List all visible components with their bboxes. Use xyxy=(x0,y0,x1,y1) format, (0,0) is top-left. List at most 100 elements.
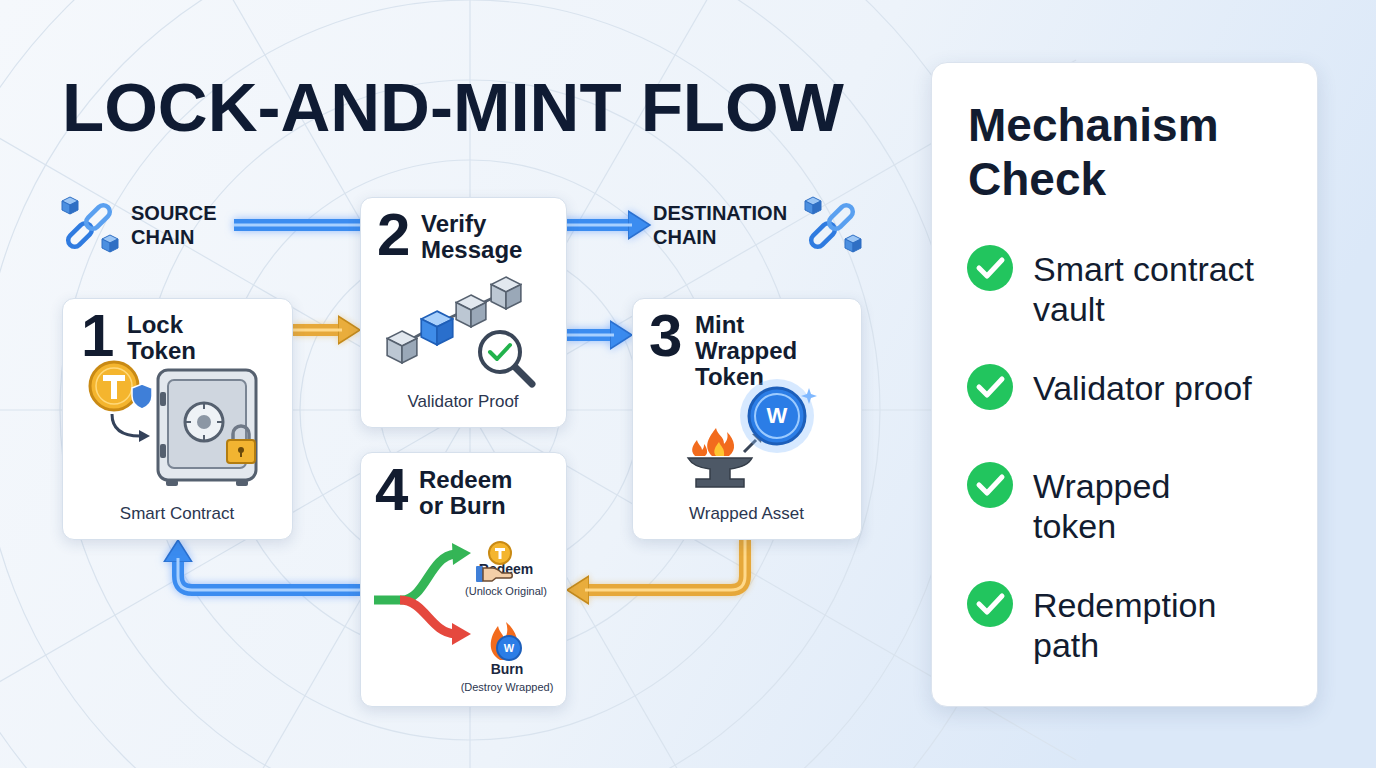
check-icon xyxy=(979,477,1002,493)
magnifier-check xyxy=(480,332,520,372)
padlock-icon xyxy=(227,426,255,463)
step-number: 3 xyxy=(649,301,693,371)
check-item: Redemption path xyxy=(1033,585,1263,665)
burn-icon xyxy=(491,622,518,660)
chain-name: DESTINATION CHAIN xyxy=(653,201,799,249)
step-title: Verify Message xyxy=(421,211,541,263)
wrapped-coin xyxy=(740,379,814,453)
arrow-shaft xyxy=(585,540,745,590)
vault-safe xyxy=(185,403,223,441)
check-item: Wrapped token xyxy=(1033,466,1233,546)
option-label: Burn xyxy=(462,661,552,677)
vault-safe xyxy=(236,480,248,486)
check-icon xyxy=(967,364,1013,410)
anvil-icon xyxy=(714,442,724,456)
step-title: Redeem or Burn xyxy=(419,467,524,519)
shield-icon xyxy=(132,384,152,409)
redeem-icon xyxy=(476,542,512,582)
block-chain xyxy=(421,311,453,345)
vault-safe xyxy=(158,370,256,480)
block-chain xyxy=(480,296,497,304)
burn-icon xyxy=(497,636,521,660)
arrow-shaft xyxy=(293,324,342,336)
background-grid xyxy=(0,60,1076,760)
option-note: (Destroy Wrapped) xyxy=(447,680,567,694)
block-chain xyxy=(445,312,462,320)
check-icon xyxy=(967,245,1013,291)
deposit-arrow xyxy=(139,430,150,442)
vault-safe xyxy=(197,415,211,429)
chain-name: SOURCE CHAIN xyxy=(131,201,231,249)
anvil-icon xyxy=(688,458,752,487)
mint-arrow xyxy=(744,432,763,452)
step-title: Mint Wrapped Token xyxy=(695,312,815,390)
block-chain xyxy=(387,331,417,363)
diagram-title: LOCK-AND-MINT FLOW xyxy=(62,73,962,142)
flow-arrow-blue xyxy=(178,558,360,590)
mint-arrow xyxy=(744,440,756,452)
vault-safe xyxy=(203,435,205,440)
arrow-shaft xyxy=(178,558,360,590)
vault-safe xyxy=(160,392,166,406)
step-caption: Validator Proof xyxy=(361,391,565,413)
vault-safe xyxy=(160,444,166,458)
step-card: 2Verify MessageValidator Proof xyxy=(360,197,567,428)
vault-safe xyxy=(166,480,178,486)
step-card: 3Mint Wrapped TokenWrapped Asset xyxy=(632,298,862,540)
vault-safe xyxy=(168,380,246,468)
wrapped-coin xyxy=(755,394,799,438)
step-caption: Smart Contract xyxy=(63,503,291,525)
burn-icon xyxy=(491,622,521,660)
token-coin xyxy=(96,368,132,404)
checklist-panel: Mechanism CheckSmart contract vaultValid… xyxy=(931,62,1318,707)
check-item: Validator proof xyxy=(1033,368,1313,408)
burn-branch-arrow xyxy=(452,623,471,645)
vault-safe xyxy=(217,421,222,423)
flow-arrow-blue xyxy=(567,335,614,336)
arrow-highlight xyxy=(178,558,360,590)
chain-label: DESTINATION CHAIN xyxy=(650,199,800,251)
redeem-branch-arrow xyxy=(452,543,471,565)
burn-branch-arrow xyxy=(400,600,455,634)
block-chain xyxy=(456,295,486,327)
vault-safe xyxy=(158,370,256,486)
check-icon xyxy=(967,581,1013,627)
background-grid xyxy=(0,0,1040,768)
step-number: 2 xyxy=(377,200,421,270)
padlock-icon xyxy=(240,451,242,457)
step-number: 1 xyxy=(81,301,125,371)
flow-arrow-gold xyxy=(293,330,342,331)
burn-branch-arrow xyxy=(400,600,471,645)
mint-arrow xyxy=(752,432,763,443)
redeem-icon xyxy=(495,548,505,559)
check-icon xyxy=(979,379,1002,395)
block-chain xyxy=(387,277,521,363)
vault-safe xyxy=(203,404,205,409)
magnifier-check xyxy=(480,332,532,384)
arrow-highlight xyxy=(293,329,342,332)
anvil-icon xyxy=(707,428,734,456)
block-chain xyxy=(410,330,428,340)
step-title: Lock Token xyxy=(127,312,209,364)
chain-label: SOURCE CHAIN xyxy=(128,199,234,251)
deposit-arrow xyxy=(112,414,140,436)
redeem-icon xyxy=(483,568,512,581)
anvil-icon xyxy=(692,440,707,456)
arrow-highlight xyxy=(585,540,745,590)
chain-icon xyxy=(805,197,861,252)
background-grid xyxy=(0,60,1076,760)
chain-icon xyxy=(62,197,118,252)
arrow-shaft xyxy=(567,329,614,341)
step-card: 1Lock TokenSmart Contract xyxy=(62,298,293,540)
check-item: Smart contract vault xyxy=(1033,249,1313,329)
option-label: Redeem xyxy=(461,561,551,577)
wrapped-coin xyxy=(801,388,817,404)
check-icon xyxy=(967,462,1013,508)
redeem-icon xyxy=(489,542,511,564)
shield-icon xyxy=(132,384,152,409)
deposit-arrow xyxy=(112,414,150,442)
padlock-icon xyxy=(227,440,255,463)
magnifier-check xyxy=(490,345,510,359)
check-icon xyxy=(967,245,1013,627)
